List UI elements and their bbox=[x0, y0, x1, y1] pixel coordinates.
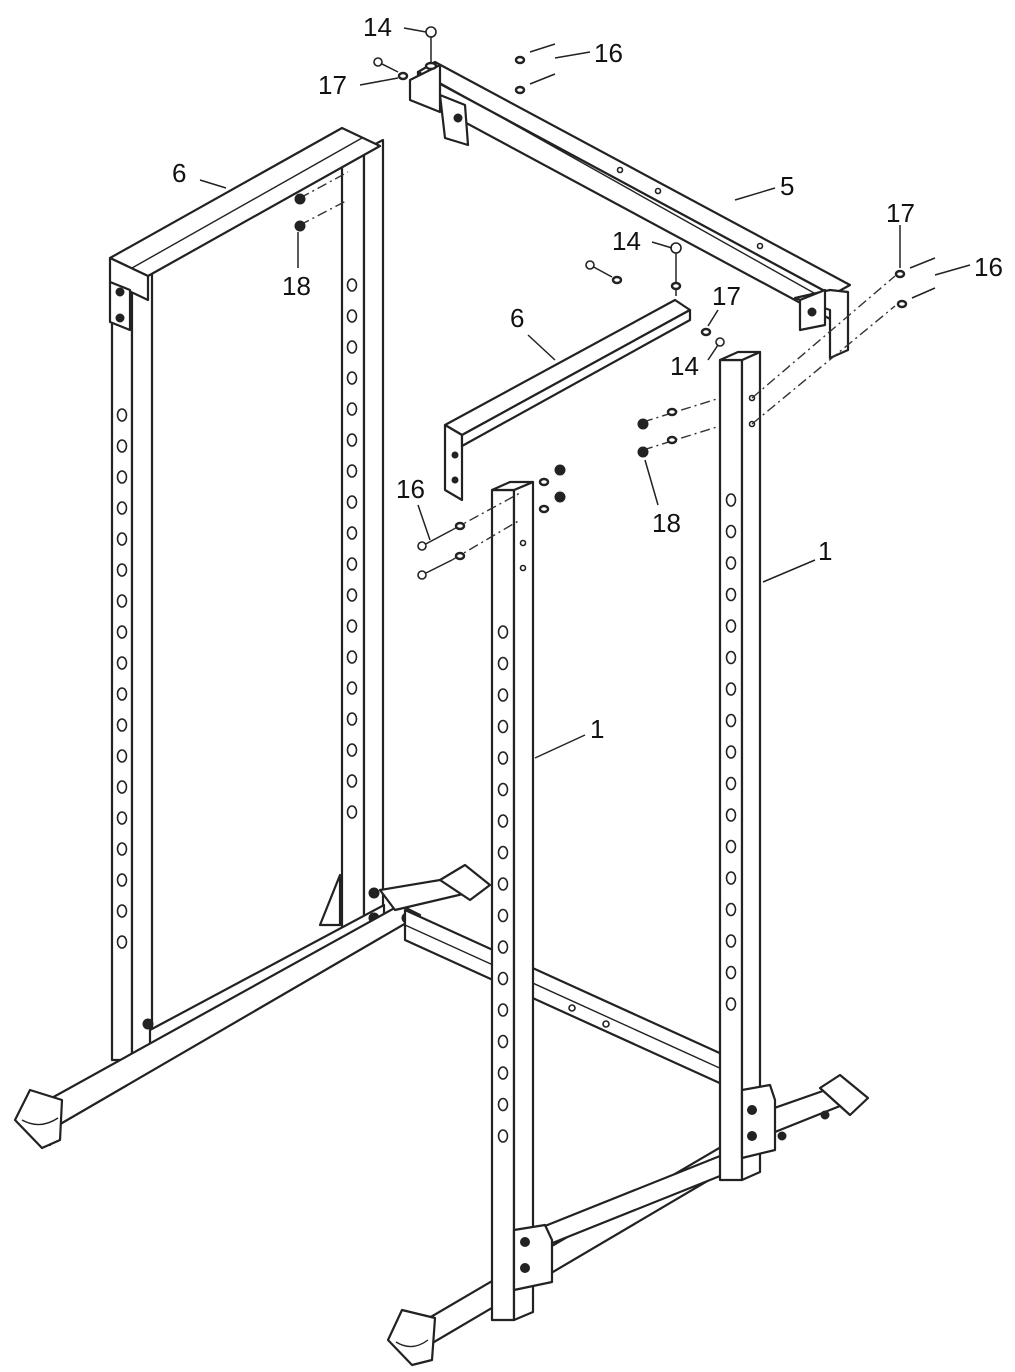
upright-hole bbox=[725, 997, 737, 1011]
upright-hole bbox=[346, 743, 358, 757]
upright-hole bbox=[497, 845, 509, 860]
callout-14-top: 14 bbox=[363, 12, 392, 42]
upright-hole bbox=[346, 433, 358, 447]
callout-17-right: 17 bbox=[886, 198, 915, 228]
upright-hole bbox=[497, 1034, 509, 1049]
upright-hole bbox=[116, 873, 128, 887]
upright-hole bbox=[725, 682, 737, 696]
upright-hole bbox=[725, 934, 737, 948]
upright-hole bbox=[725, 902, 737, 917]
upright-hole bbox=[497, 719, 509, 734]
upright-hole bbox=[725, 965, 737, 980]
front-crossbar-6 bbox=[443, 298, 692, 502]
upright-hole bbox=[116, 904, 128, 918]
upright-hole bbox=[497, 1003, 509, 1017]
upright-hole bbox=[725, 871, 737, 885]
upright-hole bbox=[497, 656, 509, 671]
upright-hole bbox=[497, 940, 509, 954]
upright-hole bbox=[346, 650, 358, 664]
upright-hole bbox=[116, 749, 128, 763]
upright-hole bbox=[497, 877, 509, 891]
upright-hole bbox=[725, 745, 737, 759]
upright-hole bbox=[346, 495, 358, 509]
upright-hole bbox=[116, 842, 128, 856]
upright-hole bbox=[497, 908, 509, 923]
upright-hole bbox=[497, 688, 509, 702]
upright-holes-front-left bbox=[497, 625, 509, 1143]
upright-hole bbox=[116, 408, 128, 422]
upright-hole bbox=[116, 935, 128, 949]
upright-hole bbox=[725, 556, 737, 570]
upright-hole bbox=[346, 278, 358, 292]
upright-holes-back-left bbox=[116, 278, 358, 949]
upright-hole bbox=[725, 587, 737, 602]
upright-hole bbox=[116, 656, 128, 670]
upright-hole bbox=[346, 340, 358, 354]
upright-hole bbox=[116, 470, 128, 484]
upright-hole bbox=[116, 718, 128, 732]
hardware bbox=[294, 26, 936, 580]
callout-16-left: 16 bbox=[396, 474, 425, 504]
upright-hole bbox=[725, 713, 737, 728]
upright-hole bbox=[497, 782, 509, 797]
upright-hole bbox=[116, 532, 128, 546]
upright-hole bbox=[497, 1097, 509, 1112]
upright-hole bbox=[497, 751, 509, 765]
upright-hole bbox=[725, 524, 737, 539]
upright-hole bbox=[497, 1129, 509, 1143]
front-left-upright bbox=[490, 480, 554, 1322]
upright-hole bbox=[346, 712, 358, 726]
upright-holes-front-right bbox=[725, 493, 737, 1011]
upright-hole bbox=[346, 681, 358, 695]
upright-hole bbox=[346, 464, 358, 478]
leader-lines bbox=[199, 27, 971, 759]
upright-hole bbox=[346, 309, 358, 323]
upright-hole bbox=[497, 625, 509, 639]
upright-hole bbox=[725, 776, 737, 791]
callout-18-back: 18 bbox=[282, 271, 311, 301]
callout-1-right: 1 bbox=[818, 536, 832, 566]
callout-17-top-left: 17 bbox=[318, 70, 347, 100]
upright-hole bbox=[725, 650, 737, 665]
front-right-upright bbox=[718, 350, 777, 1182]
callout-14-middle: 14 bbox=[612, 226, 641, 256]
callout-16-right: 16 bbox=[974, 252, 1003, 282]
upright-hole bbox=[497, 971, 509, 986]
upright-hole bbox=[346, 557, 358, 571]
callout-16-top: 16 bbox=[594, 38, 623, 68]
upright-hole bbox=[116, 625, 128, 639]
upright-hole bbox=[725, 493, 737, 507]
upright-hole bbox=[116, 501, 128, 515]
upright-hole bbox=[116, 594, 128, 608]
callout-6-back: 6 bbox=[172, 158, 186, 188]
callout-1-left: 1 bbox=[590, 714, 604, 744]
upright-hole bbox=[346, 588, 358, 602]
callout-18-front: 18 bbox=[652, 508, 681, 538]
callout-5: 5 bbox=[780, 171, 794, 201]
upright-hole bbox=[346, 805, 358, 819]
callouts: 14 17 16 6 5 18 14 17 16 6 17 14 16 18 1… bbox=[172, 12, 1003, 744]
upright-hole bbox=[346, 402, 358, 416]
callout-6-front: 6 bbox=[510, 303, 524, 333]
upright-hole bbox=[116, 563, 128, 577]
upright-hole bbox=[725, 808, 737, 822]
callout-14-lower: 14 bbox=[670, 351, 699, 381]
upright-hole bbox=[497, 1066, 509, 1080]
top-crossmember-5 bbox=[408, 60, 852, 360]
upright-hole bbox=[725, 619, 737, 633]
upright-hole bbox=[346, 371, 358, 385]
upright-hole bbox=[116, 780, 128, 794]
back-left-frame bbox=[108, 126, 386, 1062]
upright-hole bbox=[346, 526, 358, 540]
callout-17-middle: 17 bbox=[712, 281, 741, 311]
upright-hole bbox=[116, 687, 128, 701]
upright-hole bbox=[116, 811, 128, 825]
upright-hole bbox=[346, 619, 358, 633]
upright-hole bbox=[725, 839, 737, 854]
upright-hole bbox=[116, 439, 128, 453]
upright-hole bbox=[497, 814, 509, 828]
upright-hole bbox=[346, 774, 358, 788]
